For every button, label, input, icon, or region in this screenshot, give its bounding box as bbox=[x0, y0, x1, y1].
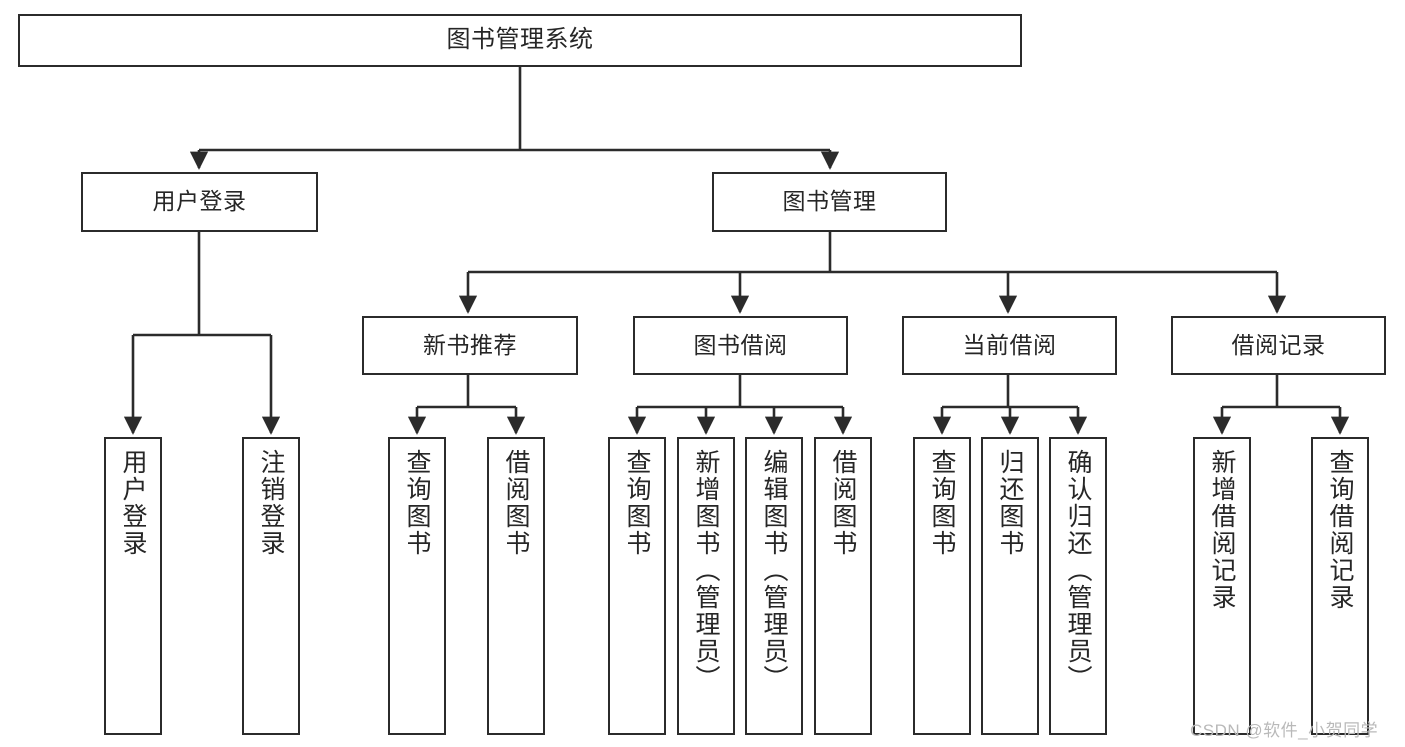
node-label: 图书管理 bbox=[782, 188, 877, 215]
node-book-borrow[interactable]: 图书借阅 bbox=[633, 316, 848, 375]
node-label: 注销登录 bbox=[257, 449, 285, 557]
node-label: 当前借阅 bbox=[962, 331, 1057, 358]
leaf-currentborrow-query-book[interactable]: 查询图书 bbox=[913, 437, 971, 735]
node-label: 查询借阅记录 bbox=[1326, 449, 1354, 611]
node-book-management[interactable]: 图书管理 bbox=[712, 172, 947, 232]
leaf-currentborrow-return-book[interactable]: 归还图书 bbox=[981, 437, 1039, 735]
node-label: 编辑图书（管理员） bbox=[760, 449, 788, 692]
node-current-borrow[interactable]: 当前借阅 bbox=[902, 316, 1117, 375]
node-label: 新书推荐 bbox=[423, 331, 517, 358]
node-label: 归还图书 bbox=[996, 449, 1024, 557]
node-label: 新增借阅记录 bbox=[1208, 449, 1236, 611]
node-label: 确认归还（管理员） bbox=[1064, 449, 1092, 692]
leaf-bookborrow-query-book[interactable]: 查询图书 bbox=[608, 437, 666, 735]
node-label: 用户登录 bbox=[152, 188, 247, 215]
leaf-borrowrecord-add-record[interactable]: 新增借阅记录 bbox=[1193, 437, 1251, 735]
leaf-logout[interactable]: 注销登录 bbox=[242, 437, 300, 735]
leaf-borrowrecord-query-record[interactable]: 查询借阅记录 bbox=[1311, 437, 1369, 735]
leaf-user-login[interactable]: 用户登录 bbox=[104, 437, 162, 735]
node-user-login[interactable]: 用户登录 bbox=[81, 172, 318, 232]
node-label: 查询图书 bbox=[623, 449, 651, 557]
leaf-newbook-query-book[interactable]: 查询图书 bbox=[388, 437, 446, 735]
leaf-bookborrow-edit-book-admin[interactable]: 编辑图书（管理员） bbox=[745, 437, 803, 735]
node-new-book-recommend[interactable]: 新书推荐 bbox=[362, 316, 578, 375]
node-label: 借阅图书 bbox=[829, 449, 857, 557]
node-label: 图书借阅 bbox=[693, 331, 788, 358]
node-root-system[interactable]: 图书管理系统 bbox=[18, 14, 1022, 67]
node-borrow-record[interactable]: 借阅记录 bbox=[1171, 316, 1386, 375]
node-label: 借阅图书 bbox=[502, 449, 530, 557]
leaf-bookborrow-add-book-admin[interactable]: 新增图书（管理员） bbox=[677, 437, 735, 735]
leaf-bookborrow-borrow-book[interactable]: 借阅图书 bbox=[814, 437, 872, 735]
node-label: 用户登录 bbox=[119, 449, 147, 557]
node-label: 图书管理系统 bbox=[446, 26, 594, 54]
leaf-newbook-borrow-book[interactable]: 借阅图书 bbox=[487, 437, 545, 735]
node-label: 查询图书 bbox=[403, 449, 431, 557]
node-label: 借阅记录 bbox=[1231, 331, 1326, 358]
node-label: 新增图书（管理员） bbox=[692, 449, 720, 692]
leaf-currentborrow-confirm-return-admin[interactable]: 确认归还（管理员） bbox=[1049, 437, 1107, 735]
csdn-watermark: CSDN @软件_小贺同学 bbox=[1190, 721, 1379, 740]
node-label: 查询图书 bbox=[928, 449, 956, 557]
